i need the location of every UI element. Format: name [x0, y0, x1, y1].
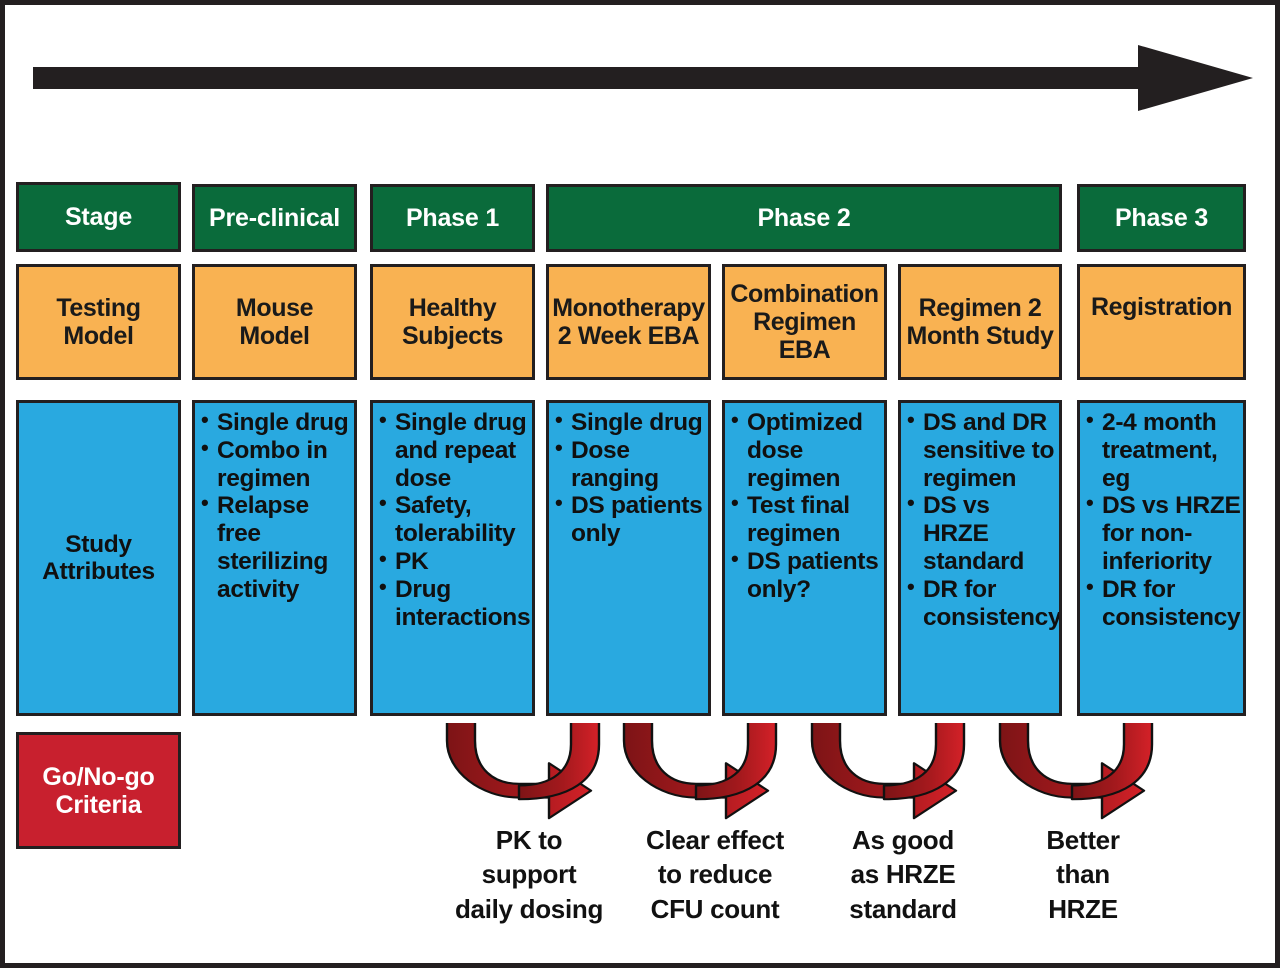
stage-cell-pre-clinical[interactable]: Pre-clinical	[192, 184, 357, 252]
testing-model-cell-healthy-subjects[interactable]: Healthy Subjects	[370, 264, 535, 380]
label-line: daily dosing	[454, 893, 604, 924]
testing-model-cell-regimen-2-month-study[interactable]: Regimen 2 Month Study	[898, 264, 1062, 380]
cell-line: Registration	[1090, 293, 1233, 321]
label-line: CFU count	[650, 893, 780, 924]
study-attributes-cell-phase-1[interactable]: Single drug and repeat dose Safety, tole…	[370, 400, 535, 716]
study-attributes-cell-monotherapy-eba[interactable]: Single drug Dose ranging DS patients onl…	[546, 400, 711, 716]
go-no-go-criteria-label-1: PK to support daily dosing	[439, 823, 619, 926]
list-item: Relapse free sterilizing activity	[201, 491, 352, 603]
list-item: Single drug	[201, 408, 352, 437]
bullet-list: DS and DR sensitive to regimen DS vs HRZ…	[907, 408, 1059, 632]
go-no-go-row-label: Go/No-go Criteria	[16, 732, 181, 849]
study-attributes-cell-combination-regimen-eba[interactable]: Optimized dose regimen Test final regime…	[722, 400, 887, 716]
list-item: Single drug	[555, 408, 706, 437]
go-no-go-arrow-4-icon	[998, 723, 1154, 820]
study-attributes-cell-pre-clinical[interactable]: Single drug Combo in regimen Relapse fre…	[192, 400, 357, 716]
label-line: than	[1056, 859, 1110, 890]
cell-line: Regimen EBA	[753, 308, 856, 364]
label-line: support	[481, 859, 577, 890]
cell-line: 2 Week EBA	[557, 322, 700, 350]
cell-line: Monotherapy	[552, 294, 705, 322]
list-item: Test final regimen	[731, 491, 882, 548]
stage-cell-phase-1[interactable]: Phase 1	[370, 184, 535, 252]
list-item: DS vs HRZE standard	[907, 491, 1057, 575]
bullet-list: 2-4 month treatment, eg DS vs HRZE for n…	[1086, 408, 1241, 632]
go-no-go-row-label-line-1: Go/No-go	[42, 762, 155, 791]
go-no-go-row-label-line-2: Criteria	[55, 790, 142, 819]
go-no-go-arrow-3-icon	[810, 723, 966, 820]
label-line: Better	[1046, 825, 1120, 855]
cell-line: Regimen 2	[918, 294, 1042, 322]
testing-model-cell-mouse-model[interactable]: Mouse Model	[192, 264, 357, 380]
go-no-go-arrow-1-icon	[445, 723, 601, 820]
cell-line: Subjects	[402, 322, 503, 350]
study-attributes-row-label: Study Attributes	[16, 400, 181, 716]
cell-line: Mouse	[235, 294, 314, 322]
list-item: Combo in regimen	[201, 436, 352, 493]
testing-model-row-label-line-1: Testing	[56, 294, 141, 322]
list-item: Single drug and repeat dose	[379, 408, 530, 492]
label-line: as HRZE	[850, 859, 956, 890]
list-item: Optimized dose regimen	[731, 408, 882, 492]
list-item: DR for consistency	[1086, 575, 1241, 632]
testing-model-row-label-line-2: Model	[63, 322, 134, 350]
list-item: PK	[379, 547, 530, 576]
bullet-list: Single drug and repeat dose Safety, tole…	[379, 408, 531, 632]
list-item: Dose ranging	[555, 436, 706, 493]
study-attributes-cell-regimen-2-month-study[interactable]: DS and DR sensitive to regimen DS vs HRZ…	[898, 400, 1062, 716]
stage-cell-phase-3[interactable]: Phase 3	[1077, 184, 1246, 252]
cell-line: Model	[239, 322, 310, 350]
list-item: DS vs HRZE for non-inferiority	[1086, 491, 1241, 575]
list-item: DS patients only?	[731, 547, 882, 604]
go-no-go-criteria-label-3: As good as HRZE standard	[813, 823, 993, 926]
testing-model-cell-combination-regimen-eba[interactable]: Combination Regimen EBA	[722, 264, 887, 380]
testing-model-cell-registration[interactable]: Registration	[1077, 264, 1246, 380]
testing-model-cell-monotherapy-2-week-eba[interactable]: Monotherapy 2 Week EBA	[546, 264, 711, 380]
label-line: standard	[849, 893, 957, 924]
bullet-list: Single drug Dose ranging DS patients onl…	[555, 408, 706, 548]
label-line: PK to	[495, 825, 563, 855]
cell-line: Month Study	[906, 322, 1054, 350]
cell-line: Combination	[730, 280, 879, 308]
go-no-go-criteria-label-2: Clear effect to reduce CFU count	[625, 823, 805, 926]
list-item: 2-4 month treatment, eg	[1086, 408, 1241, 492]
list-item: DS and DR sensitive to regimen	[907, 408, 1057, 492]
study-attributes-row-label-line-1: Study	[65, 530, 132, 558]
list-item: Drug interactions	[379, 575, 531, 632]
go-no-go-criteria-label-4: Better than HRZE	[993, 823, 1173, 926]
stage-row-label: Stage	[16, 182, 181, 252]
list-item: DR for consistency	[907, 575, 1059, 632]
label-line: HRZE	[1048, 893, 1118, 924]
stage-cell-phase-2[interactable]: Phase 2	[546, 184, 1062, 252]
study-attributes-cell-registration[interactable]: 2-4 month treatment, eg DS vs HRZE for n…	[1077, 400, 1246, 716]
cell-line: Healthy	[408, 294, 497, 322]
label-line: As good	[852, 825, 954, 855]
label-line: Clear effect	[645, 825, 785, 855]
bullet-list: Single drug Combo in regimen Relapse fre…	[201, 408, 352, 604]
study-attributes-row-label-line-2: Attributes	[42, 558, 155, 585]
list-item: Safety, tolerability	[379, 491, 530, 548]
development-timeline-arrow-icon	[33, 45, 1253, 111]
testing-model-row-label: Testing Model	[16, 264, 181, 380]
list-item: DS patients only	[555, 491, 706, 548]
go-no-go-arrow-2-icon	[622, 723, 778, 820]
label-line: to reduce	[657, 859, 773, 890]
bullet-list: Optimized dose regimen Test final regime…	[731, 408, 882, 604]
